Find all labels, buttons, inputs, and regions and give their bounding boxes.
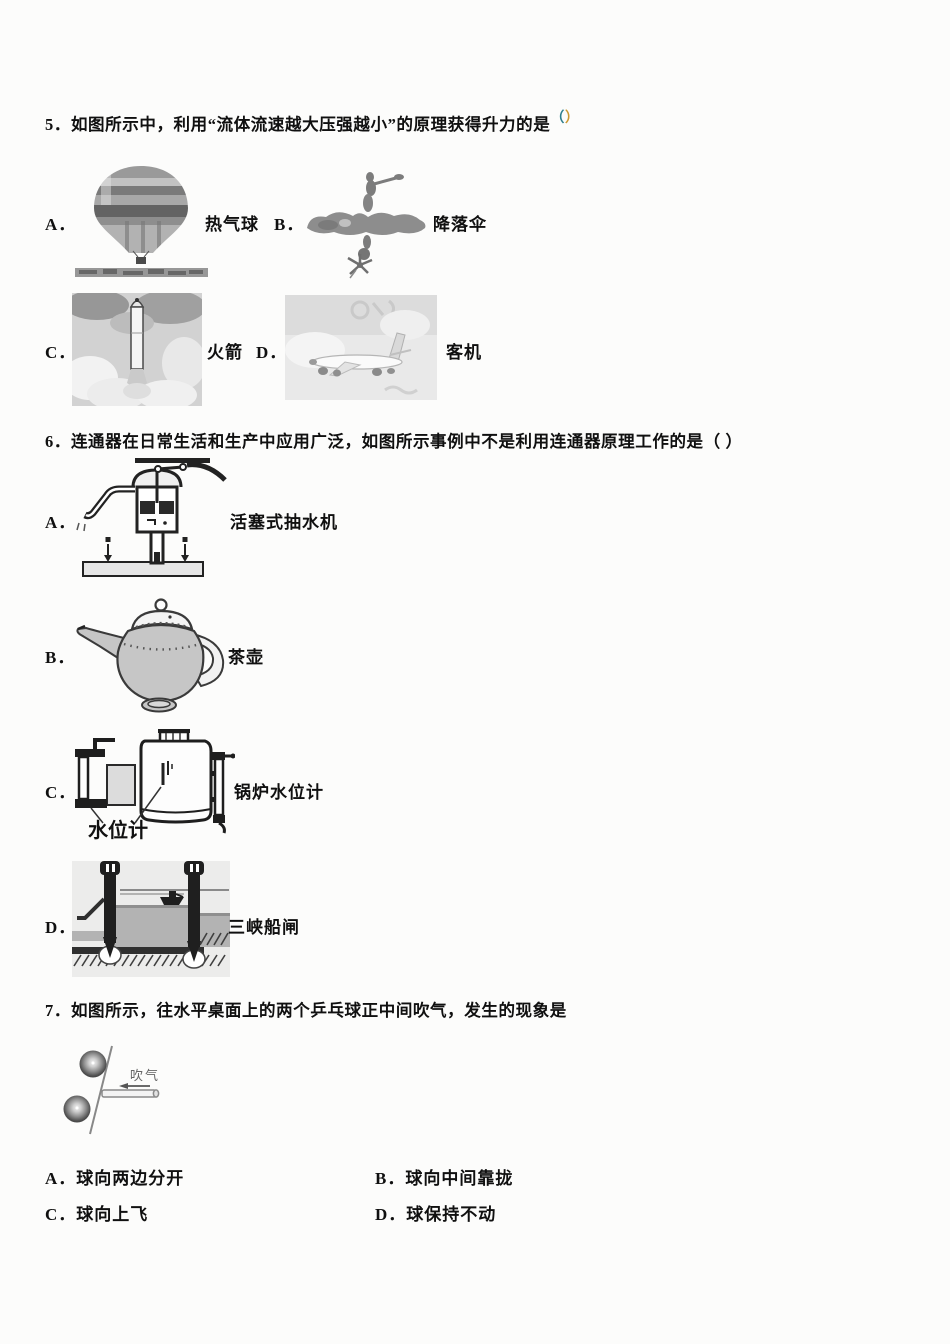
q6-option-d-label: 三峡船闸 xyxy=(228,918,300,937)
question-7-text: 7．如图所示，往水平桌面上的两个乒乓球正中间吹气，发生的现象是 xyxy=(45,1001,567,1020)
q5-option-b-key: B． xyxy=(274,215,305,234)
q6-option-a-label: 活塞式抽水机 xyxy=(230,513,338,532)
q5-option-a-label: 热气球 xyxy=(205,215,259,234)
q6-option-d-key: D． xyxy=(45,918,77,937)
q7-option-c: C．球向上飞 xyxy=(45,1205,149,1224)
q5-option-d-key: D． xyxy=(256,343,288,362)
question-5-paren-left: （ xyxy=(550,111,565,126)
ping-pong-balls-icon: 吹气 xyxy=(63,1045,160,1135)
q5-option-b-label: 降落伞 xyxy=(433,215,487,234)
q7-option-b: B．球向中间靠拢 xyxy=(375,1169,514,1188)
question-6-number: 6． xyxy=(45,432,71,451)
water-level-gauge-caption: 水位计 xyxy=(88,818,148,842)
q6-option-b-label: 茶壶 xyxy=(228,648,264,667)
q5-option-c-label: 火箭 xyxy=(207,343,243,362)
q7-option-a: A．球向两边分开 xyxy=(45,1169,185,1188)
q6-option-b-key: B． xyxy=(45,648,76,667)
boiler-water-level-gauge-figure: 水位计 xyxy=(55,727,235,849)
rocket-icon xyxy=(72,293,202,406)
question-7-number: 7． xyxy=(45,1001,71,1020)
q7-option-d: D．球保持不动 xyxy=(375,1205,497,1224)
rocket-figure xyxy=(72,293,202,406)
parachute-figure xyxy=(298,170,433,280)
blow-air-label: 吹气 xyxy=(130,1068,160,1083)
ping-pong-balls-figure: 吹气 xyxy=(50,1042,200,1142)
q5-option-c-key: C． xyxy=(45,343,77,362)
three-gorges-ship-lock-figure xyxy=(72,861,230,977)
question-5-paren-right: ） xyxy=(564,111,580,126)
q5-option-a-key: A． xyxy=(45,215,77,234)
q6-option-a-key: A． xyxy=(45,513,77,532)
question-5-number: 5． xyxy=(45,115,71,134)
teapot-icon xyxy=(76,598,225,713)
hot-air-balloon-figure xyxy=(73,163,210,280)
boiler-water-level-gauge-icon: 水位计 xyxy=(75,729,235,842)
parachute-icon xyxy=(307,172,426,279)
airliner-icon xyxy=(285,295,437,400)
question-6-text: 6．连通器在日常生活和生产中应用广泛，如图所示事例中不是利用连通器原理工作的是（… xyxy=(45,432,743,451)
hot-air-balloon-icon xyxy=(75,166,208,277)
ship-lock-icon xyxy=(72,861,230,977)
piston-water-pump-icon xyxy=(76,458,227,577)
q6-option-c-label: 锅炉水位计 xyxy=(234,783,324,802)
teapot-figure xyxy=(62,598,232,715)
q6-option-c-key: C． xyxy=(45,783,77,802)
piston-water-pump-figure xyxy=(75,457,227,579)
q5-option-d-label: 客机 xyxy=(446,343,482,362)
question-5-text: 5．如图所示中，利用“流体流速越大压强越小”的原理获得升力的是（） xyxy=(45,111,580,134)
airliner-figure xyxy=(285,295,437,400)
